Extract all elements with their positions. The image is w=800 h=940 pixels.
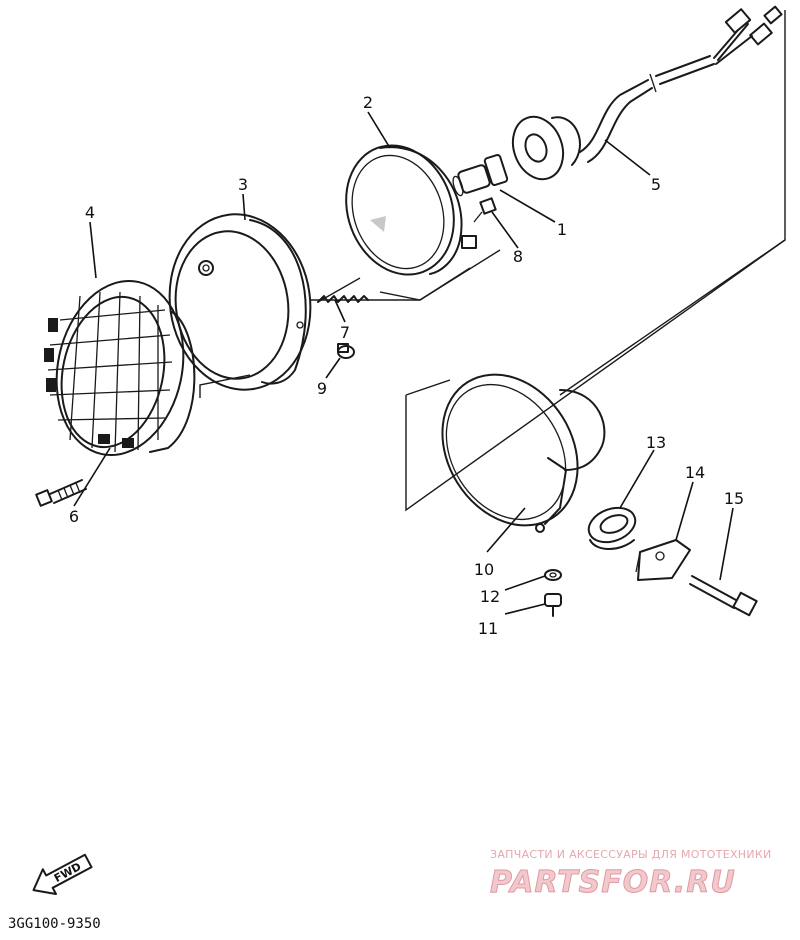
callout-8: 8 (513, 247, 523, 266)
callout-7: 7 (340, 323, 350, 342)
callout-3: 3 (238, 175, 248, 194)
part-headlight-grille-guard (44, 279, 196, 457)
assembly-boundary (199, 10, 786, 512)
part-bolt-15 (689, 575, 758, 617)
part-adjusting-spring (317, 277, 369, 303)
callout-2: 2 (363, 93, 373, 112)
drawing-code: 3GG100-9350 (8, 916, 101, 932)
watermark-brand: PARTSFOR.RU (490, 865, 736, 900)
callout-5: 5 (651, 175, 661, 194)
part-socket-harness (511, 5, 783, 181)
leader-lines (73, 111, 734, 615)
part-grommet-13 (587, 506, 637, 550)
part-nut-8 (473, 197, 497, 223)
callout-15: 15 (724, 489, 744, 508)
callout-13: 13 (646, 433, 666, 452)
callout-12: 12 (480, 587, 500, 606)
watermark-tagline: ЗАПЧАСТИ И АКСЕССУАРЫ ДЛЯ МОТОТЕХНИКИ (490, 848, 772, 861)
part-screw-9 (337, 343, 355, 359)
callout-10: 10 (474, 560, 494, 579)
part-headlight-housing (441, 373, 606, 533)
callout-14: 14 (685, 463, 705, 482)
part-washer-12 (544, 569, 562, 581)
part-lens-unit (345, 144, 477, 276)
part-bracket-plate-14 (635, 539, 691, 581)
fwd-direction-arrow: FWD (32, 853, 93, 895)
part-bolt-6 (35, 479, 87, 507)
part-bulb (452, 153, 509, 197)
callout-labels: 2 3 4 1 5 8 7 9 6 10 12 11 13 14 15 (69, 93, 744, 638)
callout-6: 6 (69, 507, 79, 526)
callout-1: 1 (557, 220, 567, 239)
callout-11: 11 (478, 619, 498, 638)
watermark: ЗАПЧАСТИ И АКСЕССУАРЫ ДЛЯ МОТОТЕХНИКИ PA… (490, 848, 772, 901)
callout-4: 4 (85, 203, 95, 222)
callout-9: 9 (317, 379, 327, 398)
part-headlight-rim (168, 213, 312, 391)
part-screw-11 (544, 593, 562, 617)
